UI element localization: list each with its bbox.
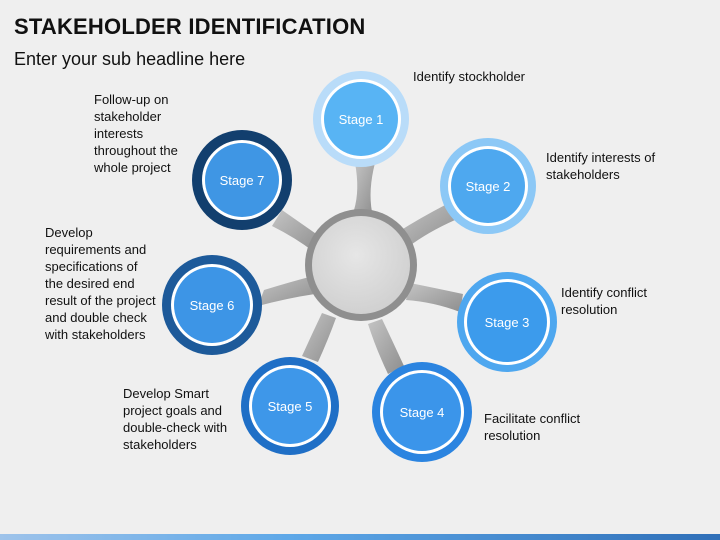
stage-disc [383,373,461,451]
description-stage-2: Identify interests of stakeholders [546,150,656,182]
stage-node-5: Stage 5 [241,357,339,455]
bottom-accent-bar [0,534,720,540]
description-stage-4: Facilitate conflict resolution [484,411,581,443]
stage-disc [451,149,525,223]
hub [305,209,417,321]
stage-label: Stage 1 [339,112,384,127]
stage-node-3: Stage 3 [457,272,557,372]
stage-disc [252,368,328,444]
connector-stage-3 [406,283,463,312]
stage-label: Stage 3 [485,315,530,330]
connector-stage-1 [354,163,375,212]
description-stage-6: Develop requirements and specifications … [45,225,156,342]
stage-label: Stage 6 [190,298,235,313]
stage-disc [324,82,398,156]
stage-node-6: Stage 6 [162,255,262,355]
stage-node-2: Stage 2 [440,138,536,234]
page-subtitle: Enter your sub headline here [14,49,246,69]
stage-node-1: Stage 1 [313,71,409,167]
connector-stage-2 [398,204,455,247]
connector-stage-5 [302,313,336,362]
stage-disc [174,267,250,343]
description-stage-1: Identify stockholder [413,69,526,84]
connectors [258,163,463,374]
stage-label: Stage 4 [400,405,445,420]
description-stage-5: Develop Smart project goals and double-c… [123,386,228,452]
stage-label: Stage 5 [268,399,313,414]
connector-stage-7 [272,210,322,252]
stage-label: Stage 7 [220,173,265,188]
stage-node-7: Stage 7 [192,130,292,230]
stage-label: Stage 2 [466,179,511,194]
connector-stage-6 [258,276,315,306]
page-title: STAKEHOLDER IDENTIFICATION [14,14,366,39]
connector-stage-4 [368,319,404,374]
stage-disc [467,282,547,362]
stage-disc [205,143,279,217]
hub-center [312,216,410,314]
description-stage-7: Follow-up on stakeholder interests throu… [94,92,178,175]
stage-node-4: Stage 4 [372,362,472,462]
description-stage-3: Identify conflict resolution [561,285,647,317]
stage-nodes: Stage 1 Stage 2 Stage 3 Stage 4 Stage 5 Stage… [162,71,557,462]
